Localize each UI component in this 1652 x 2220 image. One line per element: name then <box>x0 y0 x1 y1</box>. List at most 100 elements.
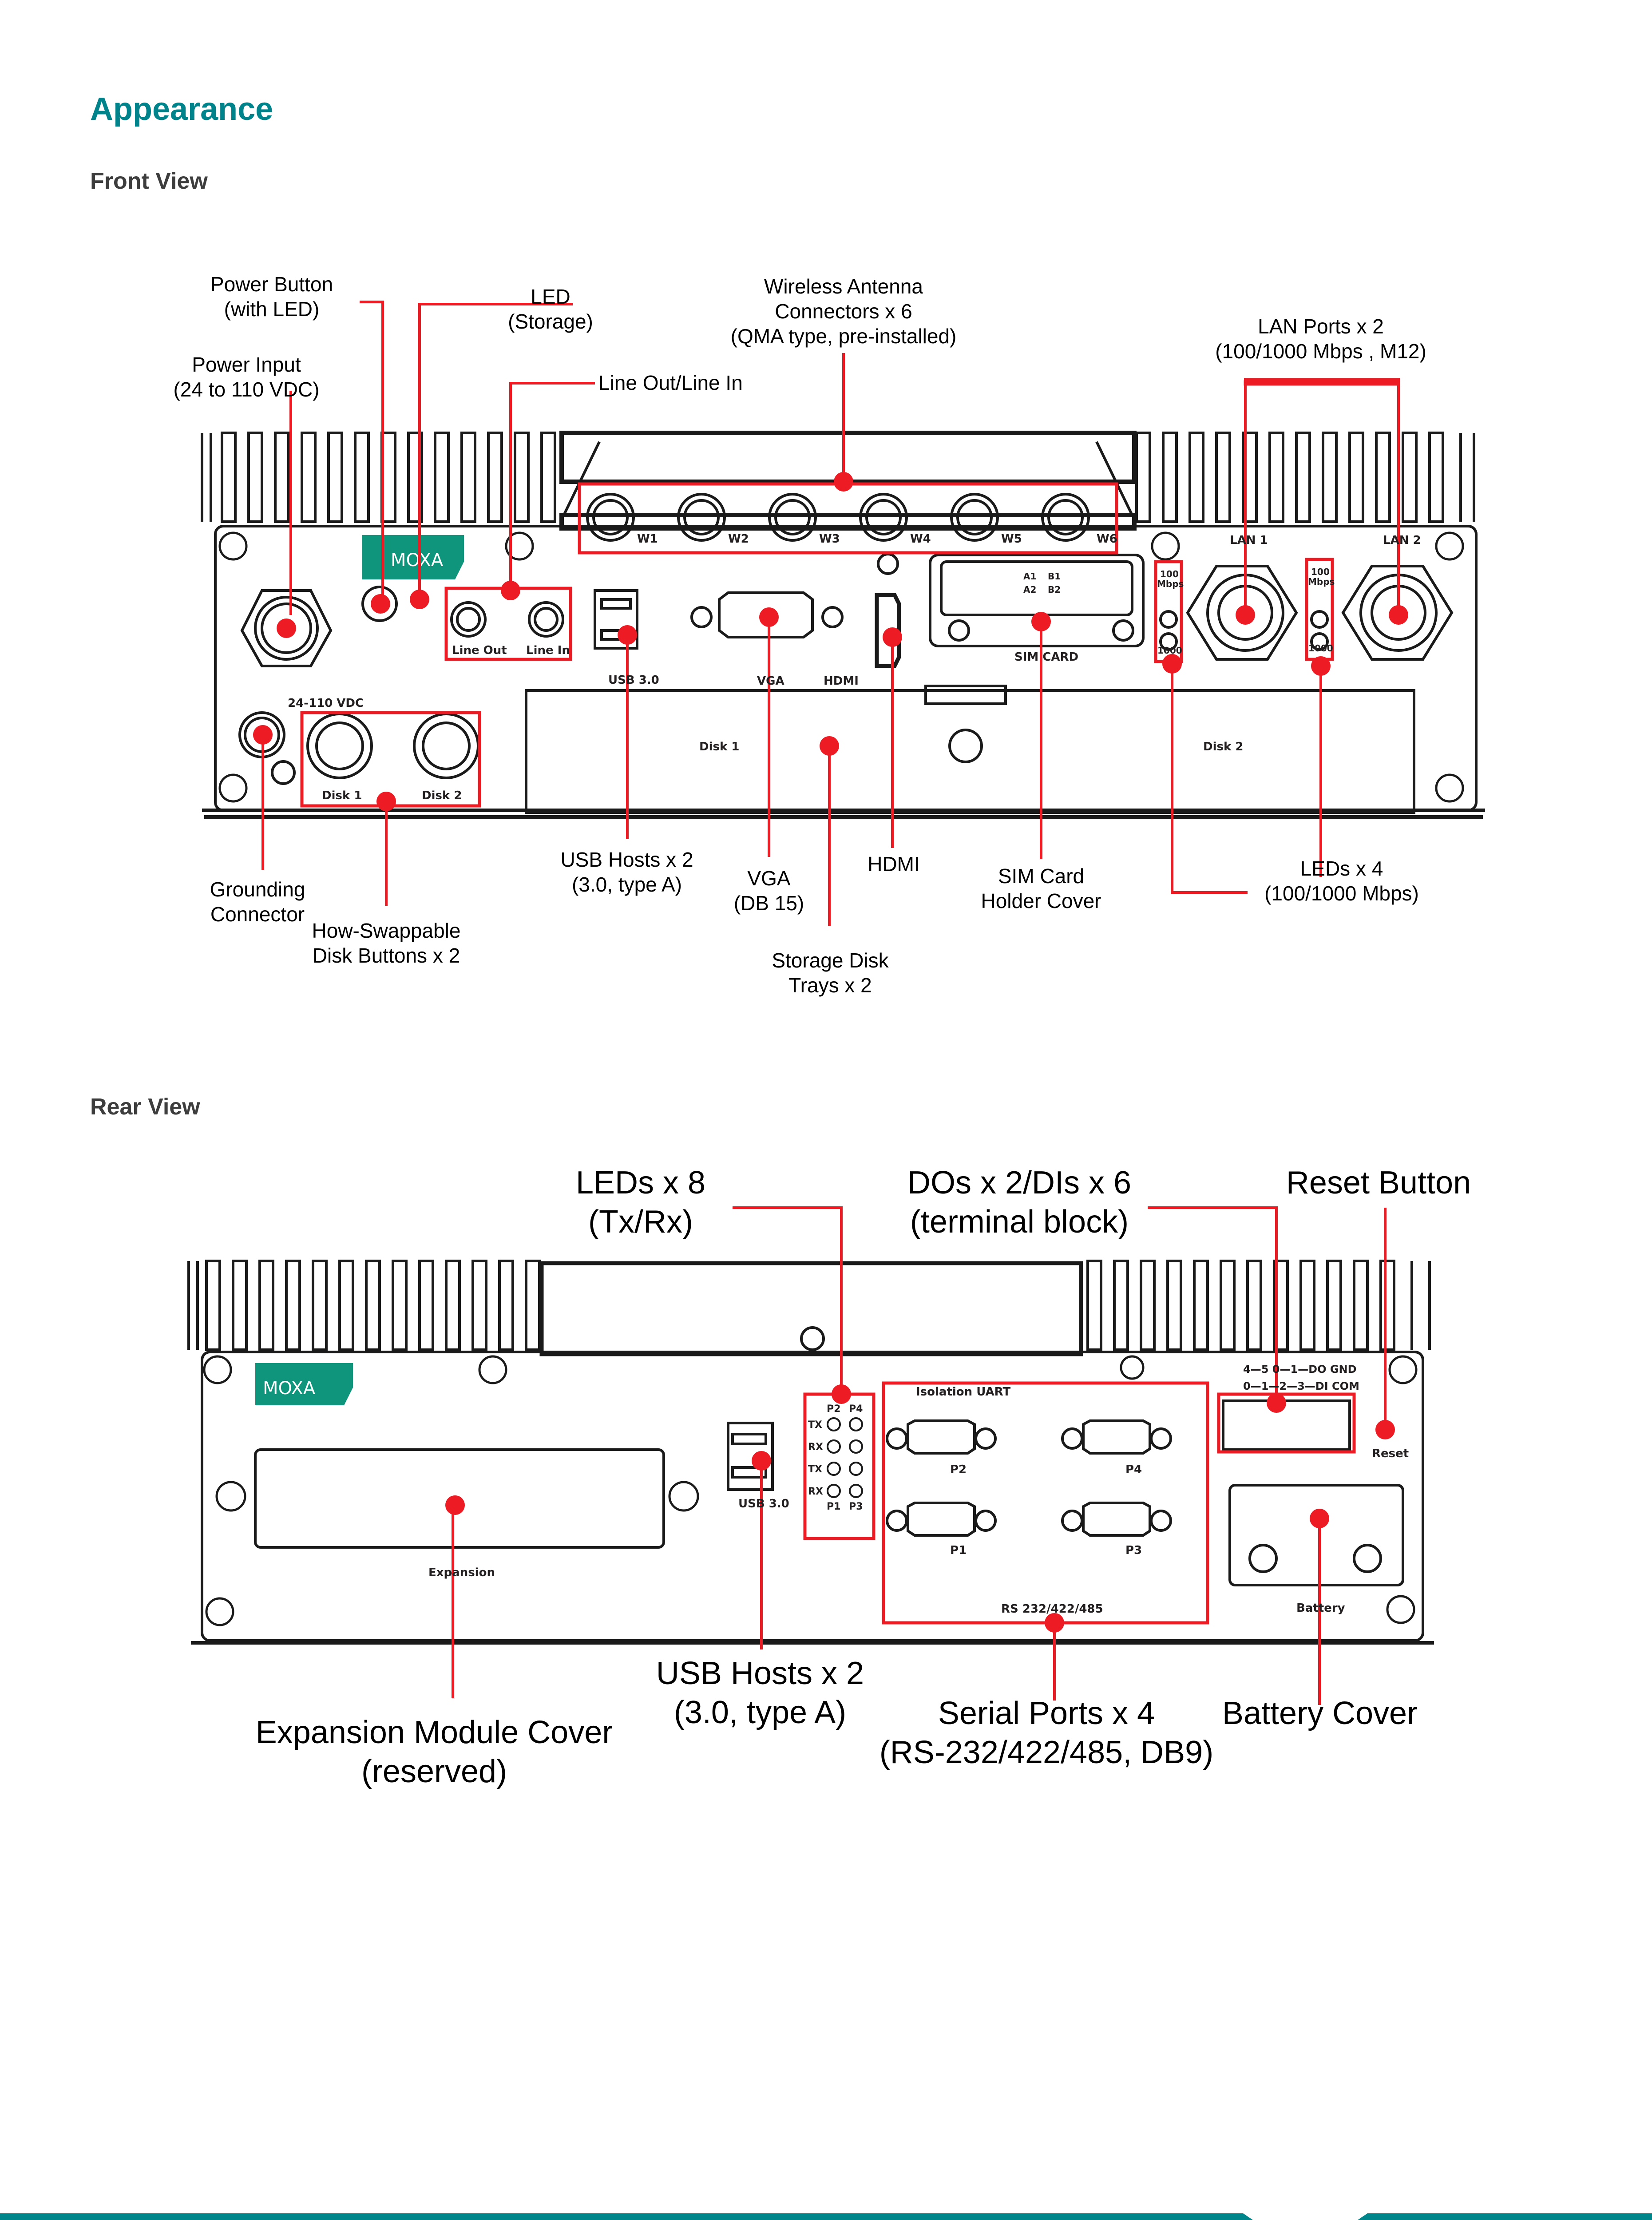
callout-led-storage: LED(Storage) <box>508 284 593 334</box>
callout-line: Power Button <box>210 273 333 296</box>
power-input-connector <box>240 589 333 667</box>
callout-line: Wireless Antenna <box>764 275 923 298</box>
footer-notch <box>1243 2213 1367 2220</box>
front-brand-plate <box>362 535 464 579</box>
antenna-label-w6: W6 <box>1097 532 1117 546</box>
dio-top-label: 4—5 0—1—DO GND <box>1243 1363 1357 1376</box>
callout-line: Expansion Module Cover <box>255 1715 613 1750</box>
rear-highlight-boxes <box>803 1381 1356 1625</box>
power-rating-label: 24-110 VDC <box>288 697 364 710</box>
callout-line: Connector <box>210 903 305 926</box>
callout-line: Battery Cover <box>1222 1696 1418 1731</box>
sim-card-label: SIM CARD <box>1014 650 1078 664</box>
line-out-label: Line Out <box>452 644 507 657</box>
footer-band <box>0 2213 1652 2220</box>
rear-left-heatsink <box>187 1260 541 1351</box>
callout-line: (100/1000 Mbps , M12) <box>1215 340 1426 363</box>
callout-line: SIM Card <box>998 864 1085 888</box>
callout-usb-hosts-front: USB Hosts x 2(3.0, type A) <box>560 847 693 897</box>
serial-p1-label: P1 <box>950 1544 967 1557</box>
front-brand-text: MOXA <box>391 550 444 571</box>
front-right-heatsink <box>1135 432 1475 523</box>
callout-line: (DB 15) <box>733 892 804 915</box>
rear-top-panel <box>539 1261 1083 1356</box>
rear-led-array <box>827 1417 863 1498</box>
led-row-tx2: TX <box>808 1464 822 1475</box>
rear-right-heatsink <box>1086 1260 1431 1351</box>
disk-trays <box>525 689 1415 814</box>
serial-ports <box>886 1419 1172 1537</box>
disk2-tray-label: Disk 2 <box>1203 740 1243 753</box>
vga-port <box>718 591 814 638</box>
rear-leader-lines <box>452 1206 1387 1705</box>
sim-slot-a1: A1 <box>1023 571 1036 582</box>
usb-port-rear <box>727 1422 774 1491</box>
callout-line: Line Out/Line In <box>598 371 743 394</box>
callout-line: LAN Ports x 2 <box>1258 315 1384 338</box>
front-view-heading: Front View <box>90 168 208 194</box>
callout-line: (Tx/Rx) <box>588 1204 693 1240</box>
antenna-label-w2: W2 <box>728 532 749 546</box>
callout-line: Grounding <box>210 878 305 901</box>
callout-line: HDMI <box>868 852 920 876</box>
lan2-label: LAN 2 <box>1383 534 1421 547</box>
led-col-p2: P2 <box>827 1403 840 1415</box>
led-col-p3: P3 <box>849 1501 863 1512</box>
battery-cover <box>1228 1484 1404 1586</box>
rear-view-diagram <box>187 1260 1434 1645</box>
rear-screws <box>203 1355 1418 1626</box>
led-100-label-2: 100 <box>1311 567 1330 577</box>
dio-bottom-label: 0—1—2—3—DI COM <box>1243 1380 1359 1392</box>
rear-brand-text: MOXA <box>263 1378 316 1399</box>
callout-line: (with LED) <box>224 297 320 321</box>
callout-line: (terminal block) <box>910 1204 1129 1240</box>
antenna-label-w4: W4 <box>910 532 931 546</box>
callout-line: (Storage) <box>508 310 593 333</box>
callout-line: (100/1000 Mbps) <box>1264 882 1419 905</box>
disk1-tray-label: Disk 1 <box>699 740 739 753</box>
serial-standard-label: RS 232/422/485 <box>1001 1602 1103 1616</box>
battery-label: Battery <box>1296 1602 1345 1615</box>
vga-label: VGA <box>757 674 784 688</box>
rear-callout-dots <box>445 1384 1395 1633</box>
led-100-label-1: 100 <box>1160 569 1179 579</box>
led-col-p4: P4 <box>849 1403 863 1415</box>
callout-line: DOs x 2/DIs x 6 <box>907 1165 1132 1201</box>
callout-reset-button: Reset Button <box>1286 1163 1471 1202</box>
callout-battery-cover: Battery Cover <box>1222 1694 1418 1733</box>
callout-line: Reset Button <box>1286 1165 1471 1201</box>
led-row-tx1: TX <box>808 1419 822 1431</box>
callout-serial-ports: Serial Ports x 4(RS-232/422/485, DB9) <box>879 1694 1213 1772</box>
callout-leds-rear: LEDs x 8(Tx/Rx) <box>576 1163 705 1241</box>
isolation-uart-label: Isolation UART <box>916 1385 1011 1399</box>
callout-line: (reserved) <box>361 1754 507 1789</box>
antenna-label-w5: W5 <box>1001 532 1022 546</box>
callout-line: VGA <box>747 867 791 890</box>
led-1000-label-1: 1000 <box>1157 645 1182 656</box>
led-row-rx2: RX <box>808 1486 823 1497</box>
callout-line: (3.0, type A) <box>571 873 682 896</box>
callout-line: Trays x 2 <box>788 974 872 997</box>
power-button-ring <box>361 586 398 622</box>
page-title: Appearance <box>90 91 273 127</box>
rear-usb-label: USB 3.0 <box>738 1497 789 1510</box>
line-in-jack <box>528 601 564 638</box>
callout-dio: DOs x 2/DIs x 6(terminal block) <box>907 1163 1131 1241</box>
callout-line: Disk Buttons x 2 <box>312 944 460 967</box>
disk2-button-label: Disk 2 <box>422 789 462 802</box>
front-leader-lines <box>261 301 1400 926</box>
reset-label: Reset <box>1372 1447 1409 1460</box>
callout-line: LED <box>531 285 570 308</box>
callout-line: How-Swappable <box>312 919 461 942</box>
rear-brand-plate <box>255 1363 353 1405</box>
rear-chassis <box>201 1351 1424 1642</box>
sim-slot-b1: B1 <box>1048 571 1061 582</box>
disk1-button-label: Disk 1 <box>322 789 362 802</box>
callout-line: USB Hosts x 2 <box>656 1656 864 1691</box>
usb-port-front <box>594 589 638 650</box>
